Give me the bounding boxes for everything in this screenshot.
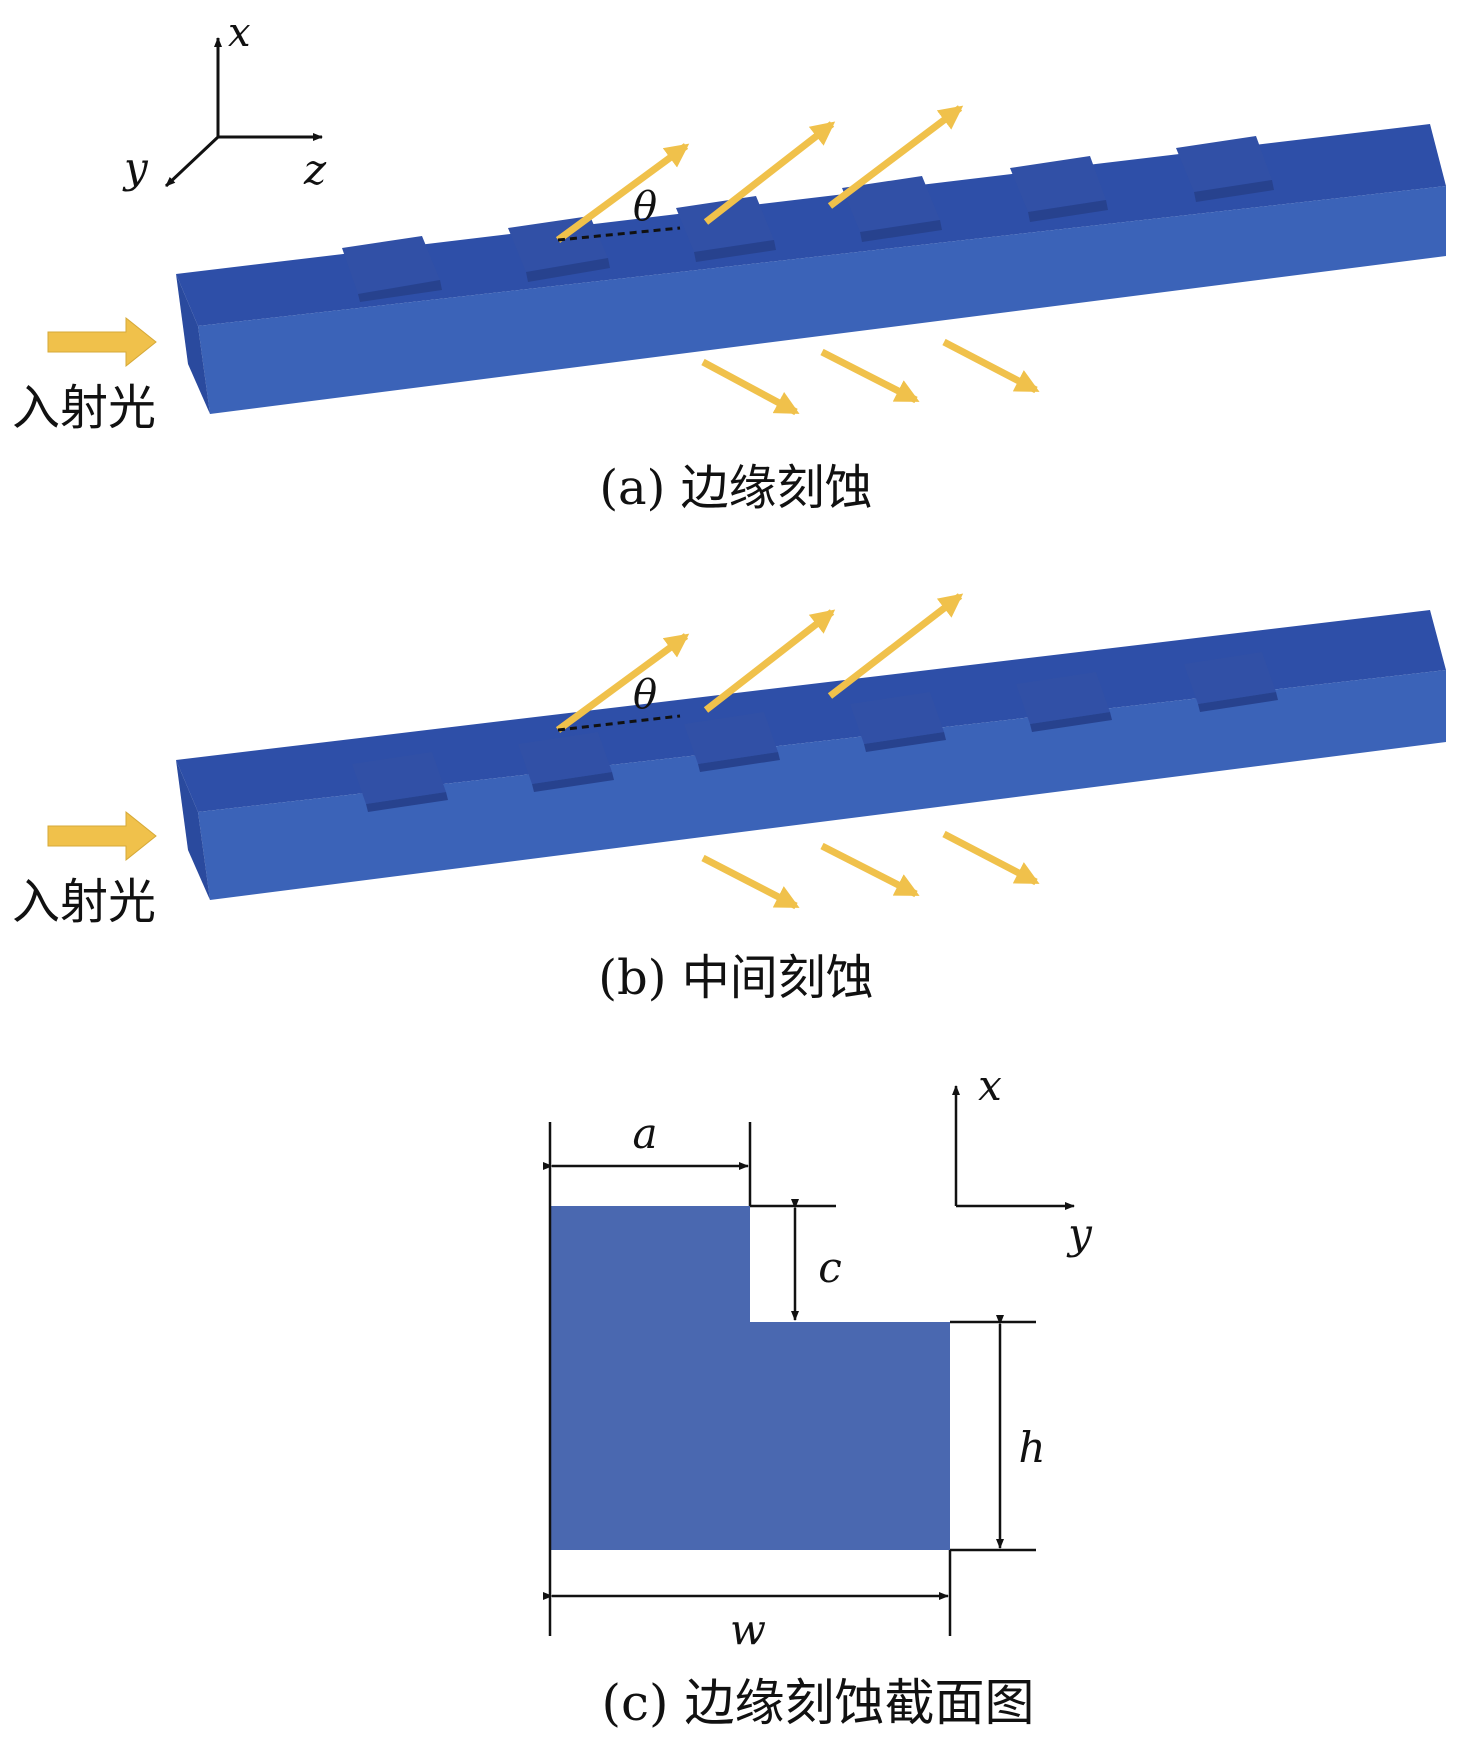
incident-arrow-a	[47, 316, 157, 368]
grating-teeth-a	[342, 136, 1274, 302]
panel-a-edge-etch: θ 入射光 (a) 边缘刻蚀	[12, 105, 1446, 516]
waveguide-side-face	[198, 186, 1446, 414]
angle-reference-line-b	[557, 714, 681, 732]
incident-arrow-b	[47, 810, 157, 862]
axes-3d: x y z	[122, 10, 327, 194]
waveguide-side-face	[198, 670, 1446, 900]
waveguide-a	[176, 124, 1446, 414]
section-base	[550, 1322, 950, 1550]
waveguide-b	[176, 610, 1446, 900]
waveguide-top-face	[176, 610, 1446, 812]
incident-label-a: 入射光	[12, 380, 156, 436]
angle-label-a: θ	[633, 184, 657, 230]
caption-c: (c) 边缘刻蚀截面图	[602, 1674, 1035, 1732]
diffracted-down-arrows-b	[701, 830, 1040, 910]
section-x-axis-label: x	[978, 1061, 1002, 1110]
caption-a: (a) 边缘刻蚀	[599, 460, 872, 516]
panel-c-cross-section: a c h w x y (c) 边缘刻蚀截面图	[543, 1061, 1093, 1732]
y-axis-line	[164, 135, 220, 188]
grating-teeth-b	[352, 652, 1278, 812]
section-y-axis-label: y	[1066, 1209, 1093, 1258]
y-axis-label: y	[122, 143, 149, 192]
section-tooth	[550, 1206, 750, 1322]
z-axis-label: z	[303, 145, 327, 194]
waveguide-end-face	[176, 274, 210, 414]
dimension-c-label: c	[818, 1243, 842, 1292]
diffracted-up-arrows-b	[555, 593, 964, 733]
diffracted-up-arrows-a	[555, 105, 964, 243]
panel-b-middle-etch: θ 入射光 (b) 中间刻蚀	[12, 593, 1446, 1006]
angle-reference-line-a	[557, 226, 681, 242]
waveguide-end-face	[176, 760, 210, 900]
waveguide-top-face	[176, 124, 1446, 326]
angle-label-b: θ	[633, 672, 657, 718]
x-axis-label: x	[228, 10, 251, 56]
dimension-h-label: h	[1018, 1423, 1045, 1472]
diffracted-down-arrows-a	[701, 338, 1040, 416]
dimension-w-label: w	[730, 1605, 766, 1654]
caption-b: (b) 中间刻蚀	[598, 950, 873, 1006]
dimension-a-label: a	[632, 1109, 657, 1158]
incident-label-b: 入射光	[12, 874, 156, 930]
